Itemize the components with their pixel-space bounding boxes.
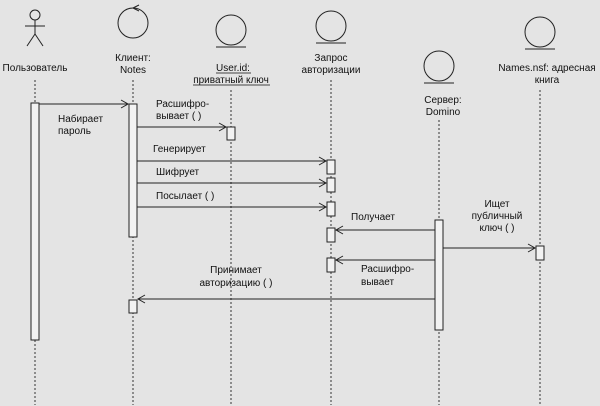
names-activation [535,245,545,261]
msg-decrypt-server-line1: Расшифро- [361,263,414,275]
request-activation-2 [326,177,336,193]
request-activation-4 [326,227,336,243]
server-label-line2: Domino [426,107,461,118]
msg-receive-label: Получает [351,212,395,223]
server-label-line1: Сервер: [424,95,461,106]
names-entity-icon [524,16,556,50]
msg-generate [137,156,328,166]
msg-decrypt-server-line2: вывает [361,277,394,288]
msg-decrypt-key-line2: вывает ( ) [156,111,201,122]
request-activation-5 [326,257,336,273]
msg-find-public-key-line2: публичный [472,210,523,222]
userid-entity-icon [215,14,247,48]
request-entity-icon [315,10,347,44]
request-label-line2: авторизации [302,65,361,76]
names-label-line1: Names.nsf: адресная [498,63,595,74]
msg-accept-authorization-line2: авторизацию ( ) [199,278,272,289]
msg-accept-authorization [136,294,435,304]
msg-send-label: Посылает ( ) [156,191,214,202]
request-label-line1: Запрос [314,53,347,64]
client-label-line1: Клиент: [115,53,151,64]
msg-encrypt-label: Шифрует [156,166,200,178]
msg-receive [334,225,435,235]
user-activation [30,102,40,341]
msg-decrypt-server [334,255,435,265]
server-entity-icon [423,50,455,84]
user-label: Пользователь [3,63,68,74]
userid-activation [226,126,236,141]
msg-decrypt-key-line1: Расшифро- [156,98,209,110]
msg-generate-label: Генерирует [153,144,206,155]
msg-find-public-key-line3: ключ ( ) [479,223,514,234]
names-label-line2: книга [535,75,560,86]
msg-types-password [39,99,130,109]
msg-send [137,202,328,212]
msg-types-password-line1: Набирает [58,113,103,125]
request-activation-1 [326,159,336,175]
user-actor-icon [25,9,45,47]
request-activation-3 [326,201,336,217]
client-activation [128,103,138,238]
server-activation [434,219,444,331]
msg-accept-authorization-line1: Принимает [210,265,262,276]
msg-find-public-key-line1: Ищет [484,199,510,210]
client-label-line2: Notes [120,65,146,76]
msg-types-password-line2: пароль [58,126,91,137]
client-activation-2 [128,299,138,314]
client-entity-icon [117,4,149,39]
userid-label-line2: приватный ключ [193,75,269,86]
msg-find-public-key [443,243,537,253]
userid-label-line1: User.id: [216,63,250,74]
msg-encrypt [137,178,328,188]
msg-decrypt-key [137,122,228,132]
